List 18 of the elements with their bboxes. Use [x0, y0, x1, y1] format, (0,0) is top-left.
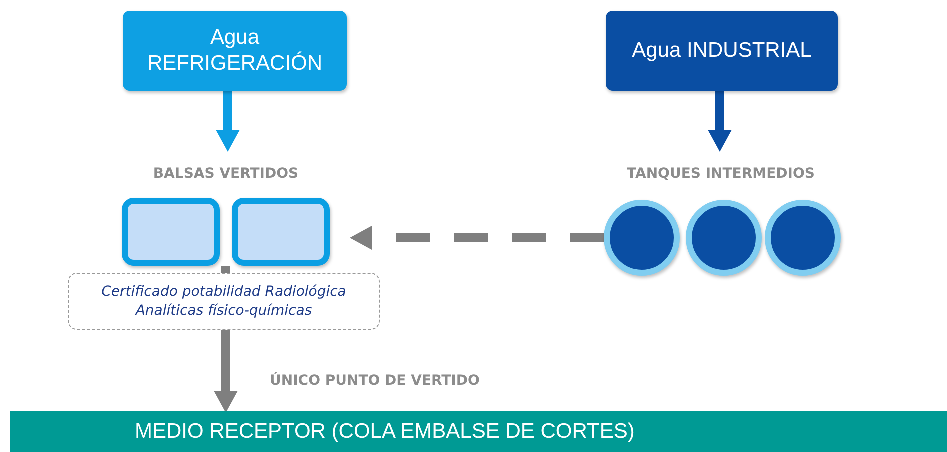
arrow	[214, 330, 238, 413]
box-title: Agua INDUSTRIAL	[631, 38, 813, 64]
note-box	[68, 273, 380, 330]
note-text: Analíticas físico-químicas	[136, 302, 312, 320]
water-source-box	[123, 11, 347, 91]
arrow	[708, 91, 732, 152]
section-label: BALSAS VERTIDOS	[153, 166, 299, 182]
section-label: TANQUES INTERMEDIOS	[627, 166, 815, 182]
pond-box	[232, 198, 330, 266]
note-text: Certificado potabilidad Radiológica	[102, 283, 346, 302]
water-source-box	[606, 11, 838, 91]
section-label: ÚNICO PUNTO DE VERTIDO	[270, 373, 480, 389]
receiving-medium-bar	[10, 411, 947, 452]
arrow	[350, 226, 604, 250]
box-title: Agua REFRIGERACIÓN	[146, 24, 324, 77]
bar-title: MEDIO RECEPTOR (COLA EMBALSE DE CORTES)	[135, 420, 635, 444]
pond-box	[122, 198, 220, 266]
arrow	[216, 91, 240, 152]
